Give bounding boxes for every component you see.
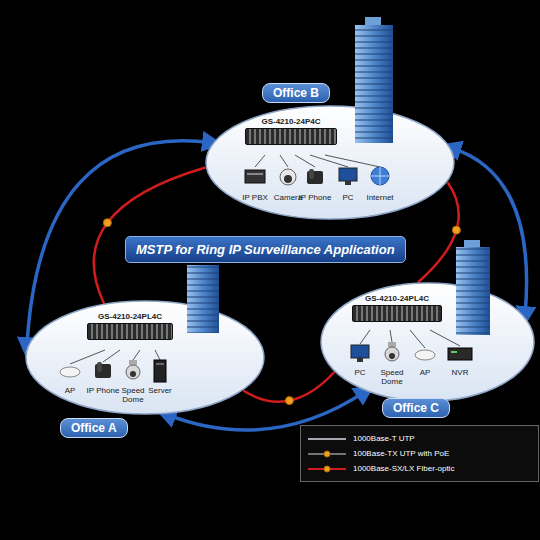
camera-icon: [280, 169, 296, 185]
switch-box: GS-4210-24P4C: [245, 117, 337, 145]
building: [187, 265, 219, 333]
legend-sample: [307, 434, 347, 444]
device-label: IP PBX: [235, 193, 275, 202]
legend-sample: [307, 464, 347, 474]
switch-model: GS-4210-24P4C: [245, 117, 337, 126]
device-wires: [360, 330, 460, 348]
device-label: AP: [50, 386, 90, 395]
ip-phone-icon: [95, 362, 111, 378]
switch-model: GS-4210-24PL4C: [352, 294, 442, 303]
internet-icon: [371, 167, 389, 185]
legend-row: 1000Base-SX/LX Fiber-optic: [307, 461, 532, 476]
legend-row: 1000Base-T UTP: [307, 431, 532, 446]
office-tab: Office C: [382, 398, 450, 418]
device-label: PC: [340, 368, 380, 377]
link-marker: [285, 397, 293, 405]
speed-dome-icon: [126, 360, 140, 379]
link-marker: [103, 219, 111, 227]
device-label: IP Phone: [83, 386, 123, 395]
switch-box: GS-4210-24PL4C: [352, 294, 442, 322]
legend-row: 100Base-TX UTP with PoE: [307, 446, 532, 461]
speed-dome-icon: [385, 342, 399, 361]
device-label: Speed Dome: [113, 386, 153, 404]
device-label: Internet: [360, 193, 400, 202]
device-label: Server: [140, 386, 180, 395]
device-wires: [70, 350, 160, 364]
switch-model: GS-4210-24PL4C: [87, 312, 173, 321]
switch-front-panel: [352, 305, 442, 322]
building: [456, 240, 490, 335]
legend-box: 1000Base-T UTP 100Base-TX UTP with PoE 100…: [300, 425, 539, 482]
switch-front-panel: [245, 128, 337, 145]
link-marker: [452, 226, 460, 234]
pc-icon: [351, 345, 369, 362]
pc-icon: [339, 168, 357, 185]
switch-box: GS-4210-24PL4C: [87, 312, 173, 340]
ap-icon: [60, 367, 80, 377]
ip-pbx-icon: [245, 170, 265, 183]
building: [355, 17, 393, 143]
legend-text: 1000Base-T UTP: [353, 434, 415, 443]
device-label: NVR: [440, 368, 480, 377]
ip-phone-icon: [307, 169, 323, 184]
device-label: IP Phone: [295, 193, 335, 202]
device-wires: [255, 155, 380, 167]
office-tab: Office A: [60, 418, 128, 438]
device-label: PC: [328, 193, 368, 202]
legend-sample: [307, 449, 347, 459]
office-ellipse: Office CGS-4210-24PL4C: [320, 282, 535, 402]
device-label: Speed Dome: [372, 368, 412, 386]
ap-icon: [415, 350, 435, 360]
title-banner: MSTP for Ring IP Surveillance Applicatio…: [125, 236, 406, 263]
office-ellipse: Office AGS-4210-24PL4C: [25, 300, 265, 415]
device-label: AP: [405, 368, 445, 377]
legend-text: 100Base-TX UTP with PoE: [353, 449, 449, 458]
nvr-icon: [448, 348, 472, 360]
office-tab: Office B: [262, 83, 330, 103]
legend-text: 1000Base-SX/LX Fiber-optic: [353, 464, 454, 473]
office-ellipse: Office BGS-4210-24P4C: [205, 105, 455, 220]
office-ellipse: [26, 301, 264, 414]
switch-front-panel: [87, 323, 173, 340]
server-icon: [154, 360, 166, 382]
office-illustration: [205, 105, 455, 220]
office-ellipse: [206, 106, 454, 219]
office-ellipse: [321, 283, 534, 401]
